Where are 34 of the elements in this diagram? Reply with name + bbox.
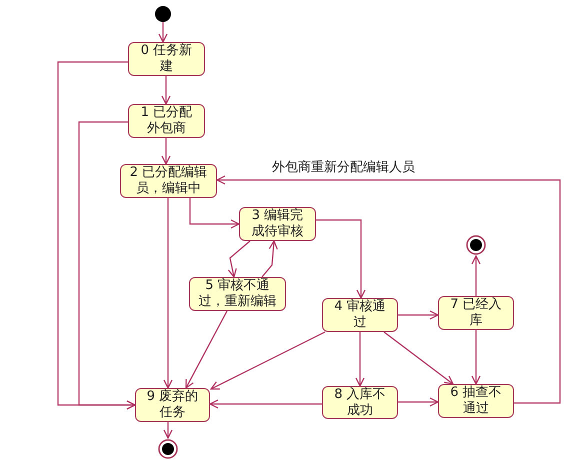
arrow: [78, 121, 136, 410]
arrow: [216, 175, 561, 404]
state-box: 6 抽查不通过: [438, 384, 514, 418]
arrow: [398, 310, 439, 320]
state-box: 4 审核通过: [322, 298, 398, 332]
end-circle: [466, 235, 486, 255]
arrow: [189, 198, 240, 229]
arrow: [262, 240, 278, 278]
state-box: 7 已经入库: [438, 296, 514, 330]
edge-label: 外包商重新分配编辑人员: [270, 160, 417, 176]
arrow: [210, 331, 326, 390]
arrow: [209, 399, 322, 409]
arrow: [384, 332, 454, 385]
arrow: [355, 332, 365, 387]
end-circle: [158, 439, 178, 459]
arrow: [163, 198, 173, 389]
arrow: [161, 138, 171, 165]
arrow: [228, 240, 250, 278]
state-box: 3 编辑完成待审核: [239, 207, 316, 241]
state-box: 8 入库不成功: [322, 386, 398, 419]
state-box: 2 已分配编辑员，编辑中: [120, 164, 217, 198]
arrow: [398, 397, 439, 407]
arrow: [163, 422, 173, 439]
state-box: 0 任务新建: [128, 42, 205, 76]
arrow: [161, 76, 171, 105]
arrow: [471, 330, 481, 385]
arrow: [471, 255, 481, 296]
state-box: 9 废弃的任务: [135, 388, 210, 422]
arrow: [185, 310, 228, 389]
arrow: [316, 219, 366, 299]
start-dot: [155, 6, 171, 22]
state-box: 1 已分配外包商: [128, 104, 205, 138]
arrow: [158, 22, 168, 43]
state-box: 5 审核不通过，重新编辑: [189, 277, 286, 311]
